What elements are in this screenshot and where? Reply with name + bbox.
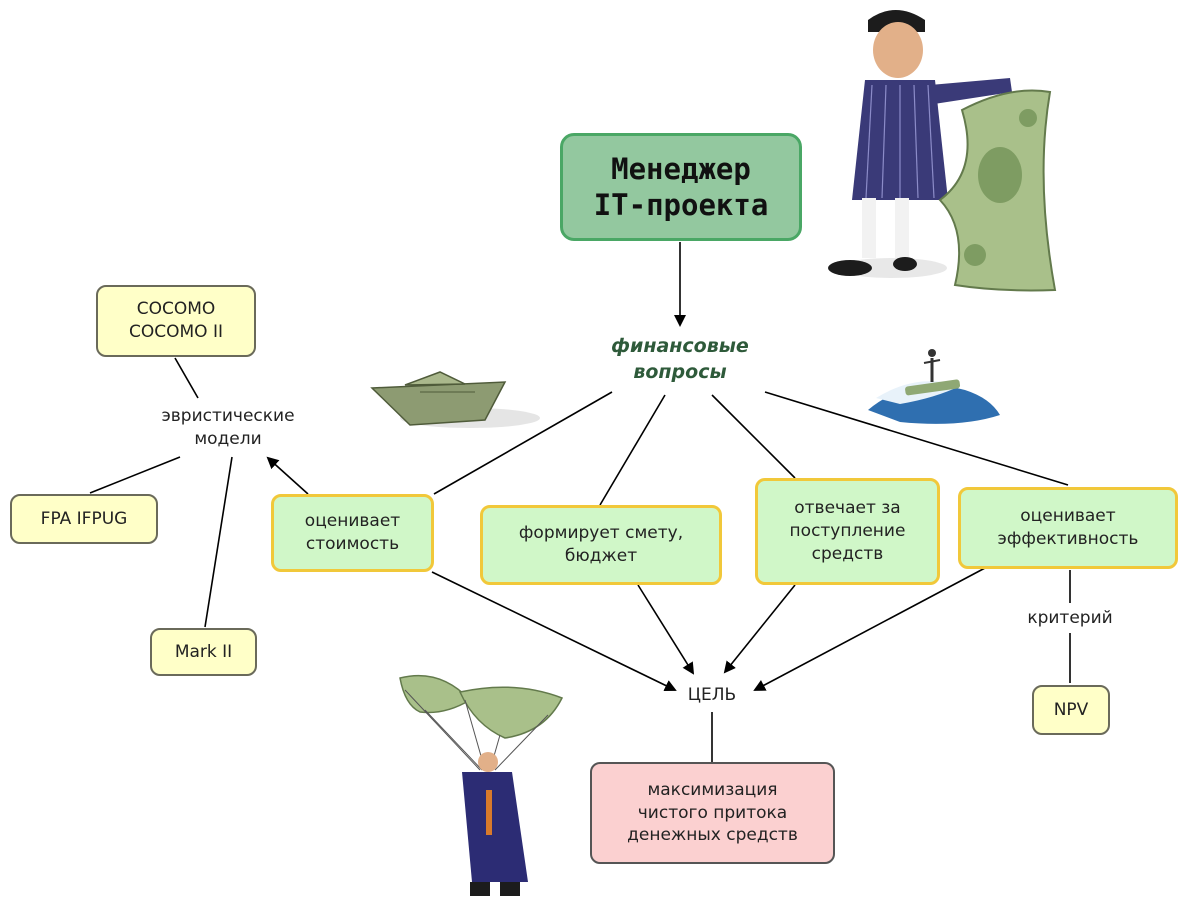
edge-hub-budget <box>599 394 666 506</box>
paper-boat-icon <box>370 371 540 428</box>
cocomo-node: COCOMO COCOMO II <box>96 285 256 357</box>
goal-label: ЦЕЛЬ <box>687 684 737 705</box>
edge-budget-goal <box>637 584 695 675</box>
npv-node: NPV <box>1032 685 1110 735</box>
edge-cocomo-heuristic <box>174 357 199 399</box>
edge-hub-cost <box>433 391 613 495</box>
money-man-icon <box>828 10 1057 292</box>
edge-hub-income <box>711 394 796 479</box>
goal-maximization-node: максимизация чистого притока денежных ср… <box>590 762 835 864</box>
money-parachute-icon <box>399 674 564 896</box>
fpa-ifpug-node: FPA IFPUG <box>10 494 158 544</box>
edge-income-goal <box>723 584 796 674</box>
edge-eff-goal <box>753 567 986 691</box>
surfer-on-wave-icon <box>868 349 1000 424</box>
estimates-cost-node: оценивает стоимость <box>271 494 434 572</box>
estimates-efficiency-node: оценивает эффективность <box>958 487 1178 569</box>
heuristic-models-label: эвристические модели <box>161 406 295 449</box>
edge-heuristic-mark2 <box>204 456 233 628</box>
project-manager-title: Менеджер IT-проекта <box>560 133 802 241</box>
mark-ii-node: Mark II <box>150 628 257 676</box>
criterion-label: критерий <box>1027 607 1113 628</box>
forms-budget-node: формирует смету, бюджет <box>480 505 722 585</box>
edge-hub-eff <box>764 391 1069 486</box>
edge-cost-goal <box>431 571 677 692</box>
income-responsibility-node: отвечает за поступление средств <box>755 478 940 585</box>
financial-questions-hub: финансовые вопросы <box>611 335 749 383</box>
edge-heuristic-fpa <box>89 456 181 494</box>
edge-cost-heuristic <box>266 456 309 495</box>
